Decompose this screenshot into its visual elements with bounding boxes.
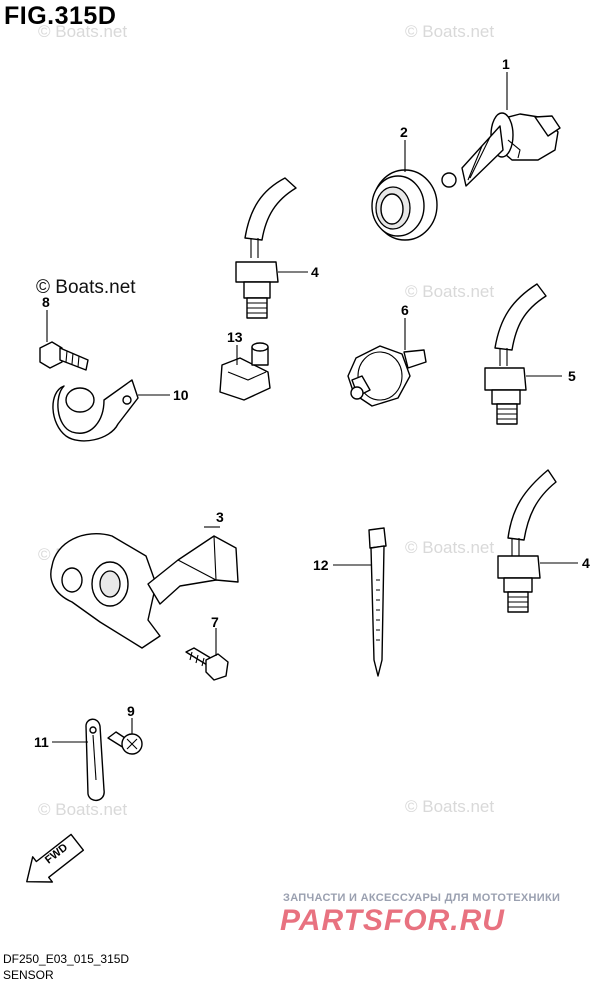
watermark: © Boats.net (405, 797, 495, 816)
part-6-knock-sensor[interactable] (347, 345, 427, 407)
watermark-dark: © Boats.net (36, 277, 136, 298)
part-7-bolt[interactable] (185, 647, 229, 681)
label-part-9: 9 (127, 703, 135, 719)
label-part-3: 3 (216, 509, 224, 525)
figure-title: FIG.315D (4, 2, 117, 30)
part-8-bolt[interactable] (39, 341, 89, 371)
label-part-11: 11 (34, 734, 49, 750)
diagram-code: DF250_E03_015_315D (3, 952, 130, 966)
part-3-sensor-bracket[interactable] (50, 533, 239, 649)
watermark: © Boats.net (405, 22, 495, 41)
label-part-5: 5 (568, 368, 576, 384)
part-5-sender[interactable] (484, 283, 547, 425)
part-11-strap[interactable] (85, 718, 105, 801)
label-part-7: 7 (211, 614, 219, 630)
section-name: SENSOR (3, 968, 54, 982)
label-part-4: 4 (582, 555, 590, 571)
part-4-sender-lower[interactable] (497, 469, 557, 613)
label-part-13: 13 (227, 329, 243, 345)
label-part-2: 2 (400, 124, 408, 140)
part-12-cable-tie[interactable] (368, 527, 387, 677)
watermark: © Boats.net (38, 22, 128, 41)
part-9-screw[interactable] (107, 731, 143, 755)
fwd-arrow-icon (26, 833, 85, 883)
part-2-grommet[interactable] (371, 169, 438, 241)
banner-logo: PARTSFOR.RU (280, 904, 505, 937)
label-part-12: 12 (313, 557, 329, 573)
part-4-sender-upper[interactable] (235, 177, 297, 319)
watermark: © Boats.net (405, 282, 495, 301)
label-part-10: 10 (173, 387, 189, 403)
watermark: © Boats.net (38, 800, 128, 819)
label-part-8: 8 (42, 294, 50, 310)
watermark: © Boats.net (405, 538, 495, 557)
label-part-6: 6 (401, 302, 409, 318)
label-part-1: 1 (502, 56, 510, 72)
part-13-clip[interactable] (219, 342, 271, 401)
part-1-sensor[interactable] (441, 112, 561, 188)
label-part-4: 4 (311, 264, 319, 280)
banner-tagline: ЗАПЧАСТИ И АКСЕССУАРЫ ДЛЯ МОТОТЕХНИКИ (283, 892, 561, 904)
part-10-clamp[interactable] (52, 379, 139, 442)
